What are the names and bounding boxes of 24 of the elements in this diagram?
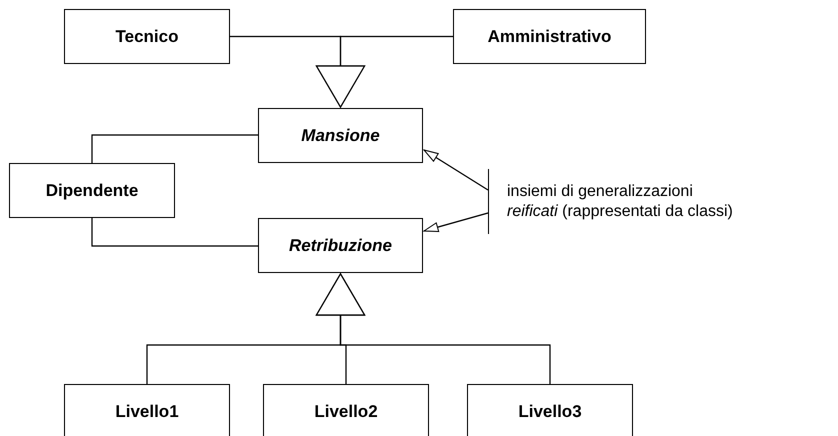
note-text: insiemi di generalizzazioni bbox=[507, 182, 694, 202]
class-name: Livello3 bbox=[518, 402, 582, 422]
class-box bbox=[64, 384, 230, 436]
arrow bbox=[424, 150, 488, 190]
association-line bbox=[91, 218, 258, 247]
class-name: Livello1 bbox=[115, 402, 179, 422]
generalization-arrow bbox=[316, 36, 453, 108]
class-box bbox=[258, 108, 423, 163]
note-text: reificati (rappresentati da classi) bbox=[507, 202, 734, 222]
class-box bbox=[467, 384, 633, 436]
class-box bbox=[263, 384, 429, 436]
class-name: Dipendente bbox=[46, 180, 138, 200]
class-name: Livello2 bbox=[314, 402, 378, 422]
class-name: Amministrativo bbox=[488, 26, 612, 46]
arrow bbox=[424, 212, 488, 232]
association-line bbox=[91, 134, 258, 163]
class-box bbox=[64, 9, 230, 64]
generalization-arrow bbox=[316, 273, 551, 384]
class-box bbox=[258, 218, 423, 273]
class-box bbox=[453, 9, 646, 64]
class-name: Retribuzione bbox=[289, 236, 392, 256]
class-box bbox=[9, 163, 175, 218]
class-name: Tecnico bbox=[116, 26, 178, 46]
class-name: Mansione bbox=[301, 126, 380, 146]
